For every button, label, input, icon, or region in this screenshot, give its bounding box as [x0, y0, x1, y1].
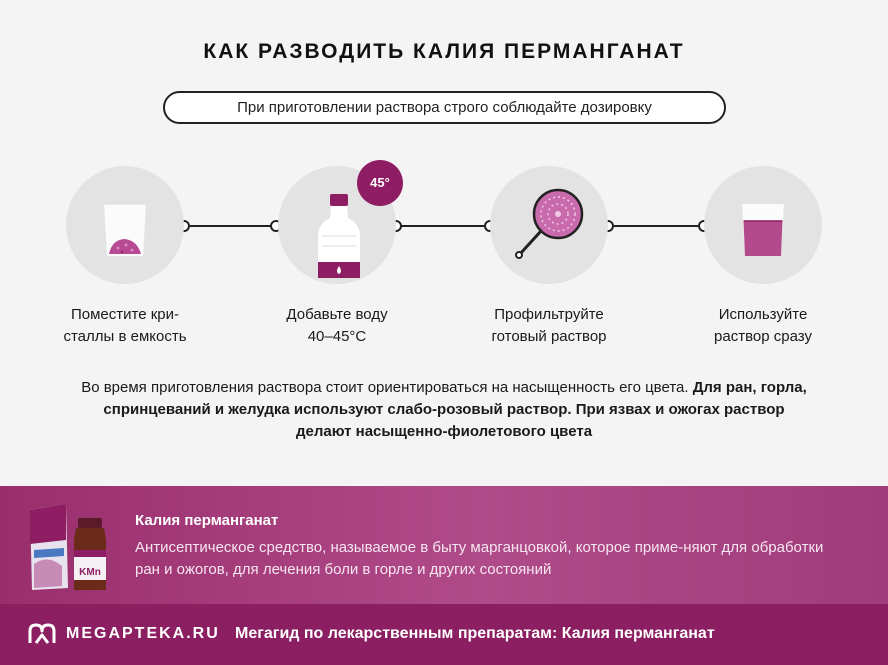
- step-4-circle: [704, 166, 822, 284]
- dosage-notice: При приготовлении раствора строго соблюд…: [163, 91, 726, 124]
- step-1-circle: [66, 166, 184, 284]
- glass-crystals-icon: [104, 203, 146, 256]
- step-1-label: Поместите кри- сталлы в емкость: [63, 306, 187, 345]
- step-3-label: Профильтруйте готовый раствор: [491, 306, 607, 345]
- page-title: КАК РАЗВОДИТЬ КАЛИЯ ПЕРМАНГАНАТ: [203, 40, 685, 63]
- step-3-circle: [490, 166, 608, 284]
- drug-name: Калия перманганат: [135, 512, 279, 529]
- description: Во время приготовления раствора стоит ор…: [81, 379, 807, 440]
- connector-1: [184, 225, 276, 227]
- drug-description: Антисептическое средство, называемое в б…: [135, 539, 824, 578]
- megapteka-logo-text[interactable]: MEGAPTEKA.RU: [66, 625, 220, 642]
- water-bottle-icon: [318, 194, 360, 278]
- footer-caption: Мегагид по лекарственным препаратам: Кал…: [235, 625, 715, 642]
- step-2-label: Добавьте воду 40–45°C: [286, 306, 388, 345]
- glass-solution-icon: [742, 204, 784, 256]
- connector-3: [608, 225, 704, 227]
- strainer-icon: [515, 188, 584, 259]
- temperature-badge: 45°: [357, 160, 403, 206]
- footer: [0, 604, 888, 665]
- connector-2: [396, 225, 490, 227]
- megapteka-logo-icon[interactable]: [28, 623, 56, 650]
- drug-info-band: [0, 486, 888, 604]
- product-image: KMn: [28, 500, 118, 597]
- step-4-label: Используйте раствор сразу: [714, 306, 812, 345]
- bottle-label: KMn: [79, 567, 101, 578]
